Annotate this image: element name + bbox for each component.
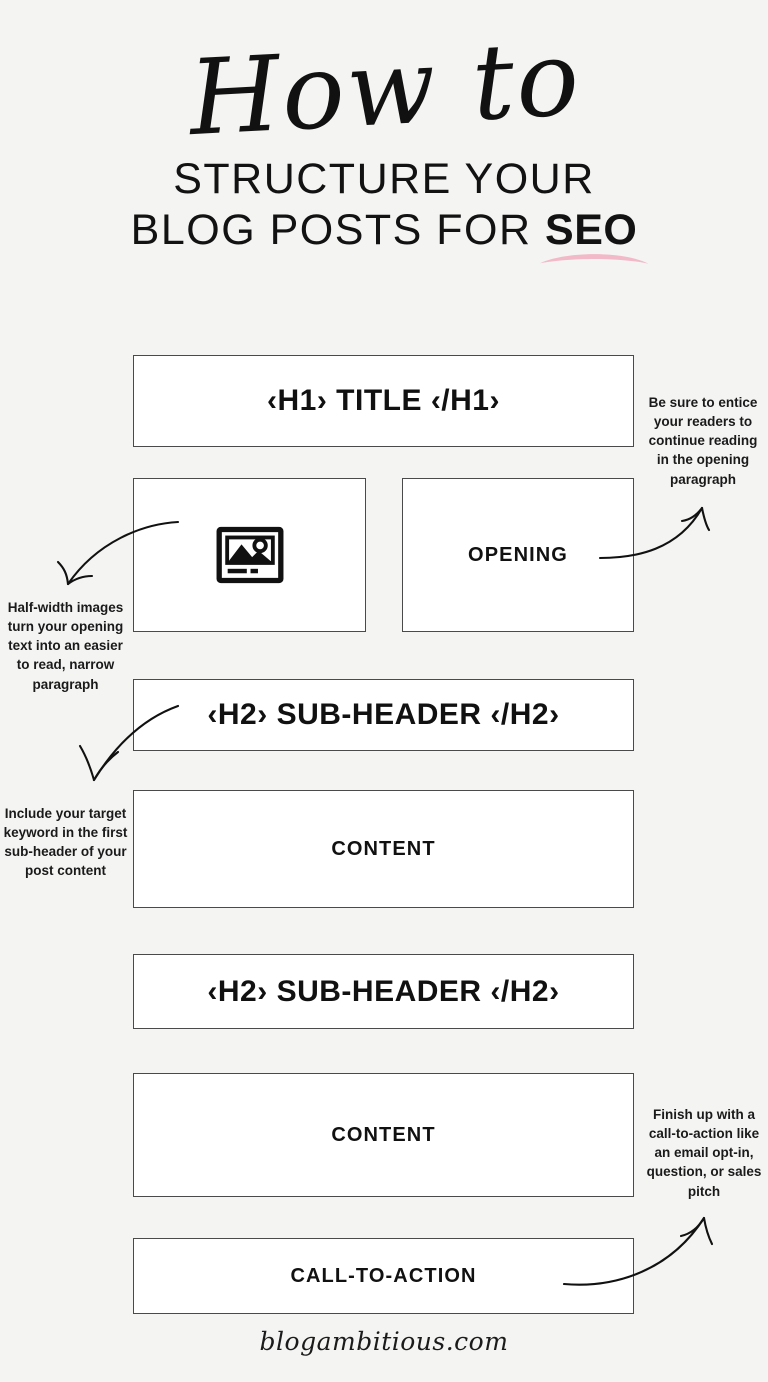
block-h2-subheader-second[interactable]: ‹H2› SUB-HEADER ‹/H2›	[133, 954, 634, 1029]
block-content-second-label: CONTENT	[331, 1123, 436, 1146]
block-call-to-action[interactable]: CALL-TO-ACTION	[133, 1238, 634, 1314]
annotation-call-to-action: Finish up with a call-to-action like an …	[646, 1107, 762, 1199]
block-h2-subheader-first[interactable]: ‹H2› SUB-HEADER ‹/H2›	[133, 679, 634, 751]
block-h1-title-label: ‹H1› TITLE ‹/H1›	[267, 384, 500, 417]
footer: blogambitious.com	[0, 1327, 768, 1356]
annotation-keyword: Include your target keyword in the first…	[3, 806, 128, 879]
page-title: STRUCTURE YOUR BLOG POSTS FOR SEO	[0, 140, 768, 265]
image-placeholder-icon	[216, 526, 283, 584]
headline-line-2: BLOG POSTS FOR SEO	[0, 205, 768, 265]
block-opening[interactable]: OPENING	[402, 478, 634, 632]
pink-brush-underline-icon	[539, 254, 649, 265]
headline-line-2-prefix: BLOG POSTS FOR	[130, 205, 546, 254]
headline-highlight-seo: SEO	[539, 205, 649, 265]
block-h2-subheader-first-label: ‹H2› SUB-HEADER ‹/H2›	[207, 698, 560, 731]
script-title: How to	[186, 16, 584, 160]
block-h1-title[interactable]: ‹H1› TITLE ‹/H1›	[133, 355, 634, 447]
block-content-first[interactable]: CONTENT	[133, 790, 634, 908]
block-image-placeholder[interactable]	[133, 478, 366, 632]
header: How to STRUCTURE YOUR BLOG POSTS FOR SEO	[0, 0, 768, 265]
block-call-to-action-label: CALL-TO-ACTION	[290, 1264, 477, 1287]
block-h2-subheader-second-label: ‹H2› SUB-HEADER ‹/H2›	[207, 974, 560, 1008]
block-opening-label: OPENING	[468, 543, 568, 566]
headline-highlight-text: SEO	[545, 205, 638, 254]
block-content-first-label: CONTENT	[331, 837, 436, 860]
annotation-opening: Be sure to entice your readers to contin…	[648, 395, 758, 487]
annotation-image: Half-width images turn your opening text…	[7, 600, 124, 692]
block-content-second[interactable]: CONTENT	[133, 1073, 634, 1197]
footer-site-url: blogambitious.com	[259, 1327, 509, 1356]
headline-line-1: STRUCTURE YOUR	[173, 155, 595, 203]
